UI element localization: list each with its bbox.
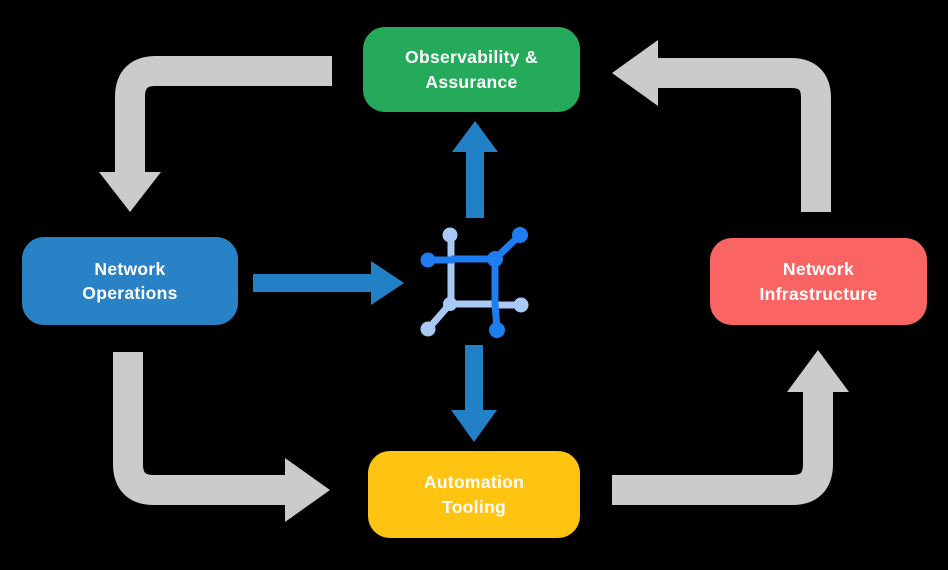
flow-arrow-center-to-automation xyxy=(451,345,497,442)
node-label: Automation Tooling xyxy=(423,472,525,517)
node-network-operations: Network Operations xyxy=(22,237,238,325)
network-icon-light-nodes xyxy=(420,227,529,337)
node-observability-assurance: Observability & Assurance xyxy=(363,27,580,112)
flow-arrow-operations-to-center xyxy=(253,261,404,305)
cycle-arrow-shaft xyxy=(115,56,332,174)
flow-arrow-center-to-observability xyxy=(452,121,498,218)
arrowhead-up-icon xyxy=(452,121,498,152)
cycle-arrow-operations-to-automation xyxy=(113,352,330,522)
node-label: Network Infrastructure xyxy=(759,259,878,304)
network-icon-dark-nodes xyxy=(420,227,528,338)
network-nodes-icon xyxy=(420,227,529,338)
cycle-arrow-infrastructure-to-observability xyxy=(612,40,831,212)
node-label: Observability & Assurance xyxy=(405,47,538,92)
arrowhead-down-icon xyxy=(451,410,497,442)
arrowhead-right-icon xyxy=(371,261,404,305)
node-network-infrastructure: Network Infrastructure xyxy=(710,238,927,325)
cycle-arrow-shaft xyxy=(656,58,831,212)
cycle-arrow-observability-to-operations xyxy=(99,56,332,212)
arrowhead-left-icon xyxy=(612,40,658,106)
arrowhead-right-icon xyxy=(285,458,330,522)
node-label: Network Operations xyxy=(82,258,178,304)
cycle-arrow-automation-to-infrastructure xyxy=(612,350,849,505)
cycle-arrow-shaft xyxy=(113,352,287,505)
arrowhead-up-icon xyxy=(787,350,849,392)
cycle-arrow-shaft xyxy=(612,390,833,505)
arrowhead-down-icon xyxy=(99,172,161,212)
node-automation-tooling: Automation Tooling xyxy=(368,451,580,538)
